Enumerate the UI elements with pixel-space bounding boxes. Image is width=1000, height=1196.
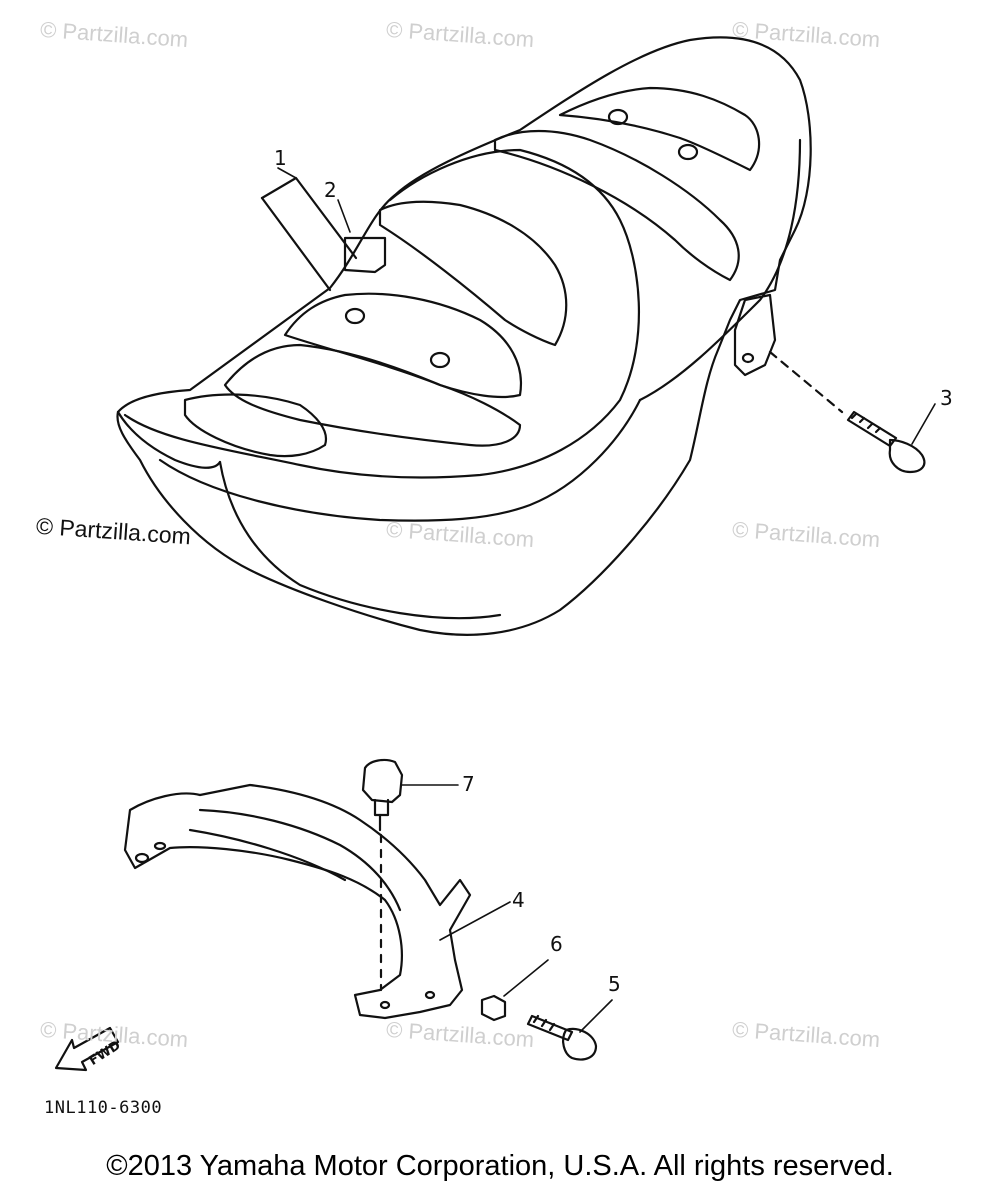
- rear-pad-1: [378, 200, 568, 347]
- seat-front-tip: [116, 410, 222, 469]
- fwd-arrow: [54, 1026, 120, 1072]
- bolt-5: [526, 1014, 598, 1061]
- callout-2: 2: [324, 178, 337, 202]
- part-code: 1NL110-6300: [44, 1098, 163, 1118]
- callout-4: 4: [512, 888, 525, 912]
- front-pad-3: [283, 292, 523, 399]
- seat-bracket: [733, 293, 777, 377]
- front-pad-1: [183, 393, 328, 458]
- bolt-3: [846, 410, 926, 474]
- rear-pad-3: [558, 86, 761, 172]
- callout-6: 6: [550, 932, 563, 956]
- seat-outline: [116, 36, 812, 636]
- callout-3: 3: [940, 386, 953, 410]
- rear-pad-2: [493, 129, 740, 282]
- callout-1: 1: [274, 146, 287, 170]
- knob-7: [361, 758, 404, 832]
- seat-top-edge: [123, 148, 640, 479]
- seat-rear-side: [638, 138, 802, 402]
- tag-part: [343, 236, 387, 274]
- callout-5: 5: [608, 972, 621, 996]
- seat-frame-bracket: [123, 783, 472, 1020]
- front-pad-2: [223, 343, 522, 447]
- seat-side-line: [158, 398, 642, 522]
- copyright-notice: ©2013 Yamaha Motor Corporation, U.S.A. A…: [106, 1150, 894, 1182]
- seat-skirt: [218, 460, 502, 620]
- callout-7: 7: [462, 772, 475, 796]
- nut-6: [480, 994, 507, 1022]
